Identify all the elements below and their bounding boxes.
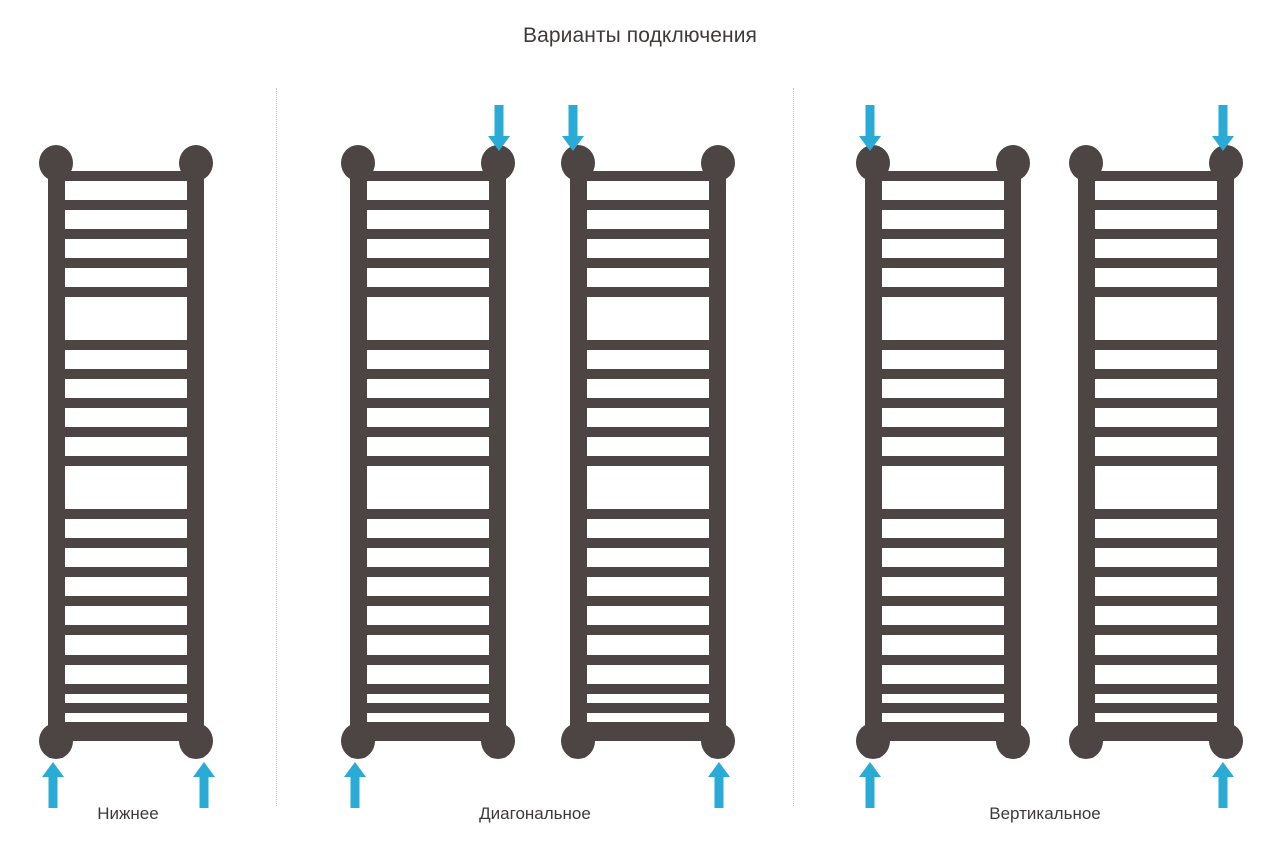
panel-label-vertical: Вертикальное	[989, 804, 1101, 823]
arrow-down-icon-p2-r1-right	[488, 105, 510, 151]
arrow-down-icon-p3-r2-right	[1212, 105, 1234, 151]
arrow-up-icon-p2-r2-right	[708, 762, 730, 808]
radiator-diagonal-2	[560, 141, 736, 763]
arrow-up-icon-p1-left	[42, 762, 64, 808]
radiator-vertical-1	[855, 141, 1031, 763]
panel-label-diagonal: Диагональное	[479, 804, 591, 823]
arrow-up-icon-p1-right	[193, 762, 215, 808]
panel-divider-1	[276, 88, 277, 806]
arrow-up-icon-p3-r1-left	[859, 762, 881, 808]
arrow-down-icon-p2-r2-left	[562, 105, 584, 151]
arrow-up-icon-p3-r2-right	[1212, 762, 1234, 808]
panel-label-bottom: Нижнее	[97, 804, 159, 823]
page-title: Варианты подключения	[522, 24, 758, 47]
radiator-diagonal-1	[340, 141, 516, 763]
radiator-bottom-1	[38, 141, 214, 763]
panel-divider-2	[793, 88, 794, 806]
arrow-down-icon-p3-r1-left	[859, 105, 881, 151]
radiator-vertical-2	[1068, 141, 1244, 763]
arrow-up-icon-p2-r1-left	[344, 762, 366, 808]
